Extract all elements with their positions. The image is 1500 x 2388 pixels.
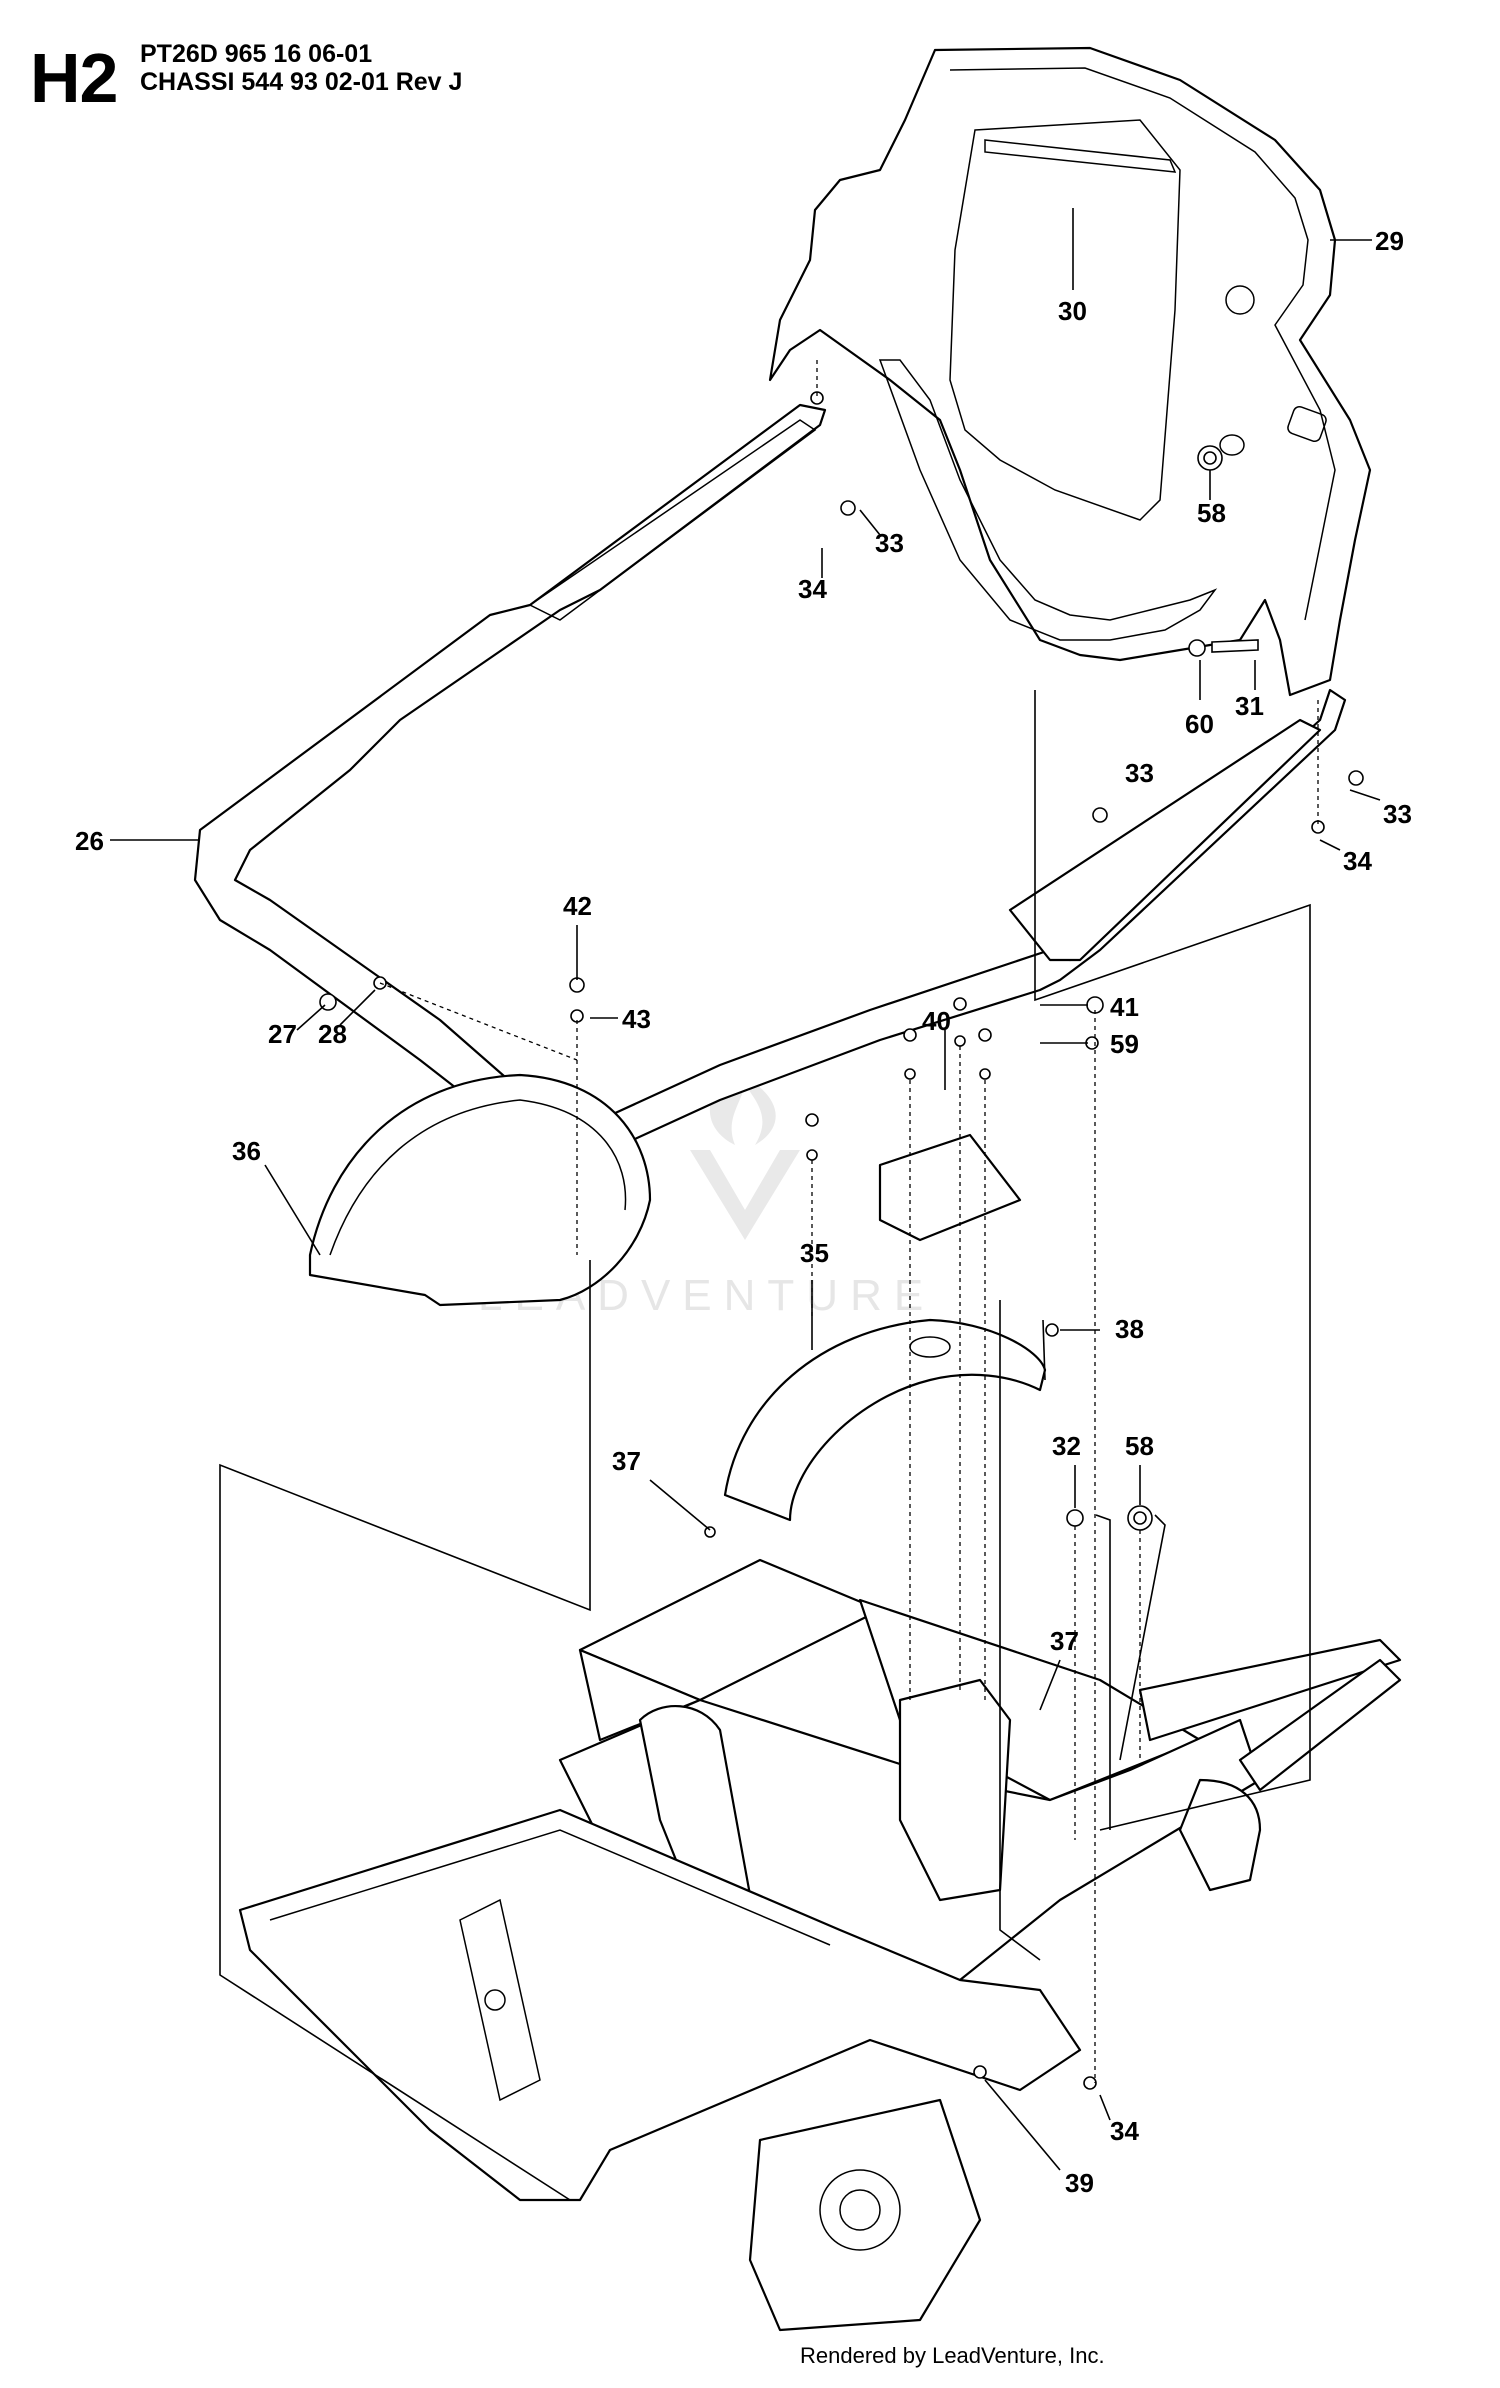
callout-59: 59 xyxy=(1110,1029,1139,1059)
screw-icon xyxy=(1045,1323,1059,1337)
washer-icon xyxy=(904,1068,916,1080)
callout-39: 39 xyxy=(1065,2168,1094,2198)
footer-credit: Rendered by LeadVenture, Inc. xyxy=(800,2343,1105,2368)
screw-icon xyxy=(805,1113,819,1127)
grommet-hole-icon xyxy=(1203,451,1217,465)
callout-60: 60 xyxy=(1185,709,1214,739)
nut-icon xyxy=(1066,1509,1084,1527)
washer-icon xyxy=(979,1068,991,1080)
nut-icon xyxy=(1083,2076,1097,2090)
callout-26: 26 xyxy=(75,826,104,856)
nut-icon xyxy=(840,500,856,516)
seat-part-29 xyxy=(768,46,1372,697)
callout-43: 43 xyxy=(622,1004,651,1034)
washer-icon xyxy=(806,1149,818,1161)
callout-41: 41 xyxy=(1110,992,1139,1022)
callout-40: 40 xyxy=(922,1006,951,1036)
callout-42: 42 xyxy=(563,891,592,921)
assembly-line: CHASSI 544 93 02-01 Rev J xyxy=(140,68,463,96)
callout-38: 38 xyxy=(1115,1314,1144,1344)
grommet-hole-icon xyxy=(1133,1511,1147,1525)
callout-58: 58 xyxy=(1125,1431,1154,1461)
callout-32: 32 xyxy=(1052,1431,1081,1461)
callout-37: 37 xyxy=(1050,1626,1079,1656)
bolt-icon xyxy=(1348,770,1364,786)
callout-36: 36 xyxy=(232,1136,261,1166)
callout-28: 28 xyxy=(318,1019,347,1049)
model-line: PT26D 965 16 06-01 xyxy=(140,40,373,68)
clip-icon xyxy=(704,1526,716,1538)
fender-part-35 xyxy=(723,1318,1047,1522)
fender-part-36 xyxy=(308,1073,652,1307)
callout-34: 34 xyxy=(798,574,827,604)
callout-35: 35 xyxy=(800,1238,829,1268)
callout-27: 27 xyxy=(268,1019,297,1049)
leader-lines xyxy=(110,208,1381,2171)
nut-icon xyxy=(1092,807,1108,823)
callout-33: 33 xyxy=(1125,758,1154,788)
screw-icon xyxy=(953,997,967,1011)
washer-icon xyxy=(1188,639,1206,657)
callout-37: 37 xyxy=(612,1446,641,1476)
callout-31: 31 xyxy=(1235,691,1264,721)
callout-29: 29 xyxy=(1375,226,1404,256)
chassis-frame xyxy=(238,1558,1402,2332)
screw-icon xyxy=(903,1028,917,1042)
callouts: 29 30 58 33 34 31 60 33 33 34 26 42 43 2… xyxy=(75,226,1412,2198)
assembly-lines xyxy=(379,360,1319,2083)
callout-33: 33 xyxy=(1383,799,1412,829)
guide-lines xyxy=(219,690,1311,2201)
callout-33: 33 xyxy=(875,528,904,558)
callout-30: 30 xyxy=(1058,296,1087,326)
washer-icon xyxy=(954,1035,966,1047)
nut-icon xyxy=(973,2065,987,2079)
callout-58: 58 xyxy=(1197,498,1226,528)
callout-34: 34 xyxy=(1110,2116,1139,2146)
plate-part-40 xyxy=(878,1133,1022,1242)
screw-icon xyxy=(978,1028,992,1042)
nut-icon xyxy=(569,977,585,993)
callout-34: 34 xyxy=(1343,846,1372,876)
bolt-icon xyxy=(1211,639,1259,653)
section-code: H2 xyxy=(30,39,118,117)
